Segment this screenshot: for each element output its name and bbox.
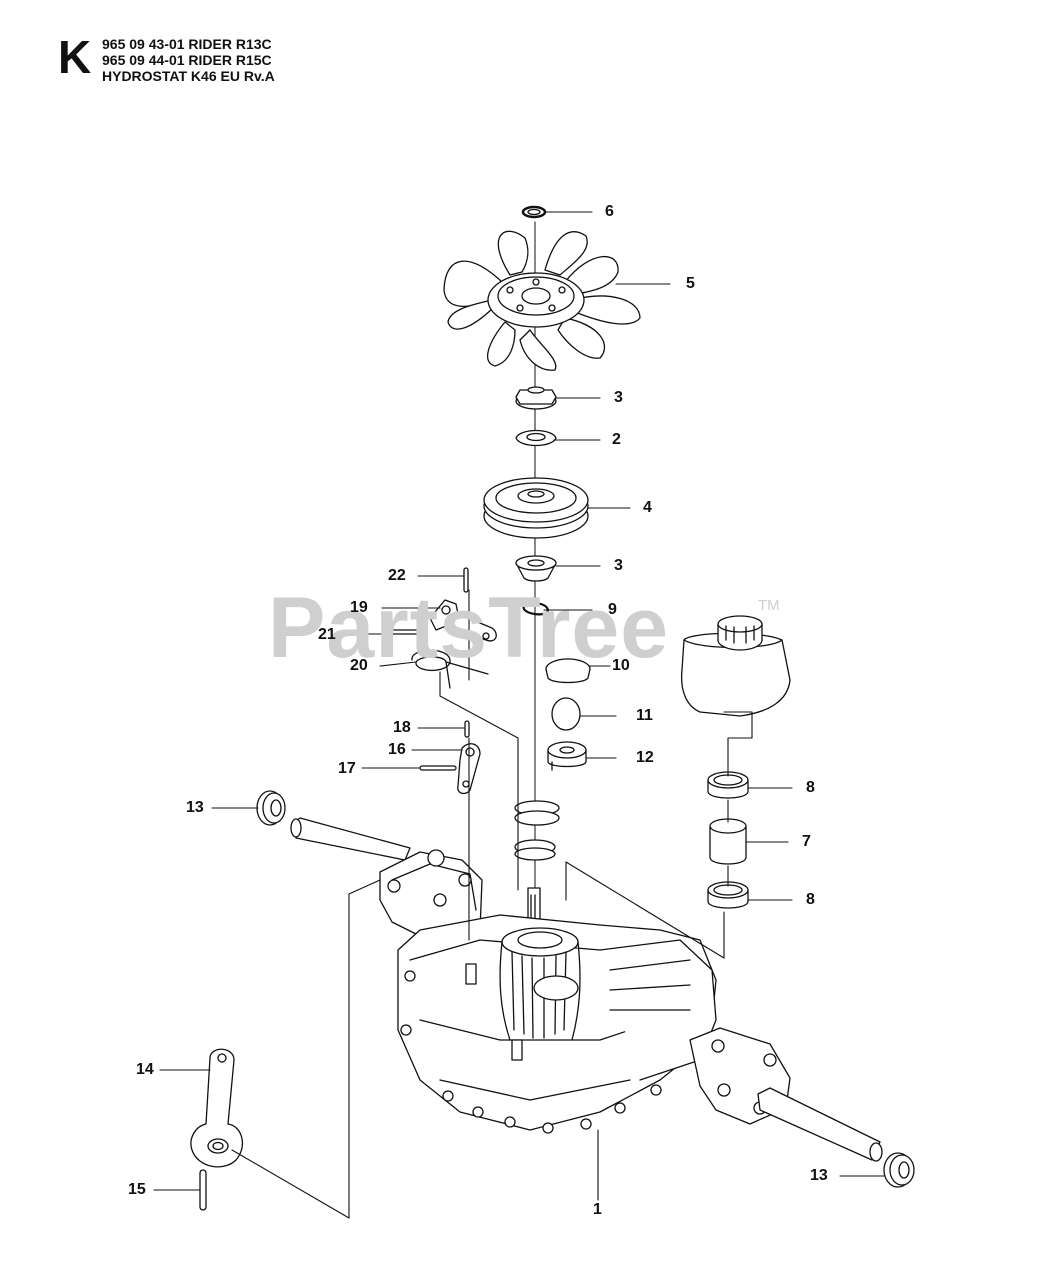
- callout-21: 21: [318, 626, 336, 643]
- part-22-pin: [463, 567, 469, 593]
- callout-3-upper: 3: [614, 389, 623, 406]
- callout-12: 12: [636, 749, 654, 766]
- part-8-upper-bushing: [707, 771, 749, 799]
- part-15-pin: [199, 1169, 207, 1211]
- part-13-right-seal: [883, 1152, 915, 1188]
- callout-leaders: [153, 211, 885, 1201]
- part-17-pin: [419, 765, 457, 771]
- callout-22: 22: [388, 567, 406, 584]
- part-20-spring: [411, 649, 489, 689]
- callout-3-lower: 3: [614, 557, 623, 574]
- part-6-oring: [521, 205, 547, 219]
- watermark-trademark: TM: [758, 597, 780, 614]
- part-3-lower-hub: [515, 555, 557, 582]
- callout-8-lower: 8: [806, 891, 815, 908]
- part-3-upper-nut: [515, 386, 557, 410]
- callout-9: 9: [608, 601, 617, 618]
- part-11-disc: [551, 697, 581, 731]
- assembly-guide-lines: [231, 589, 753, 1219]
- callout-19: 19: [350, 599, 368, 616]
- part-13-left-seal: [256, 790, 286, 826]
- part-18-pin: [464, 720, 470, 738]
- callout-13-left: 13: [186, 799, 204, 816]
- callout-5: 5: [686, 275, 695, 292]
- callout-18: 18: [393, 719, 411, 736]
- part-4-pulley: [483, 477, 589, 539]
- callout-15: 15: [128, 1181, 146, 1198]
- callout-6: 6: [605, 203, 614, 220]
- header-line-2: 965 09 44-01 RIDER R15C: [102, 52, 272, 68]
- part-8-lower-bushing: [707, 881, 749, 909]
- callout-13-right: 13: [810, 1167, 828, 1184]
- header-line-3: HYDROSTAT K46 EU Rv.A: [102, 68, 275, 84]
- callout-2: 2: [612, 431, 621, 448]
- callout-4: 4: [643, 499, 652, 516]
- part-1-transaxle-housing: [379, 849, 791, 1134]
- part-19-control-arm: [429, 599, 497, 642]
- right-axle: [757, 1087, 883, 1162]
- expansion-tank: [680, 615, 791, 717]
- header-line-1: 965 09 43-01 RIDER R13C: [102, 36, 272, 52]
- part-14-brake-arm: [190, 1048, 244, 1168]
- shaft-bearings: [514, 800, 560, 861]
- callout-20: 20: [350, 657, 368, 674]
- callout-17: 17: [338, 760, 356, 777]
- part-7-sleeve: [709, 818, 747, 865]
- diagram-header: 965 09 43-01 RIDER R13C 965 09 44-01 RID…: [102, 36, 275, 84]
- callout-10: 10: [612, 657, 630, 674]
- callout-11: 11: [636, 707, 653, 724]
- part-5-fan: [443, 230, 641, 371]
- watermark-logo: PartsTree: [268, 580, 670, 676]
- callout-16: 16: [388, 741, 406, 758]
- part-21-pin: [384, 629, 426, 635]
- callout-7: 7: [802, 833, 811, 850]
- callout-1: 1: [593, 1201, 602, 1218]
- callout-14: 14: [136, 1061, 154, 1078]
- part-10-cap: [545, 658, 591, 684]
- callout-8-upper: 8: [806, 779, 815, 796]
- part-2-washer: [515, 429, 557, 447]
- part-12-bearing: [547, 741, 587, 771]
- left-axle: [290, 817, 411, 861]
- section-letter: K: [58, 31, 92, 83]
